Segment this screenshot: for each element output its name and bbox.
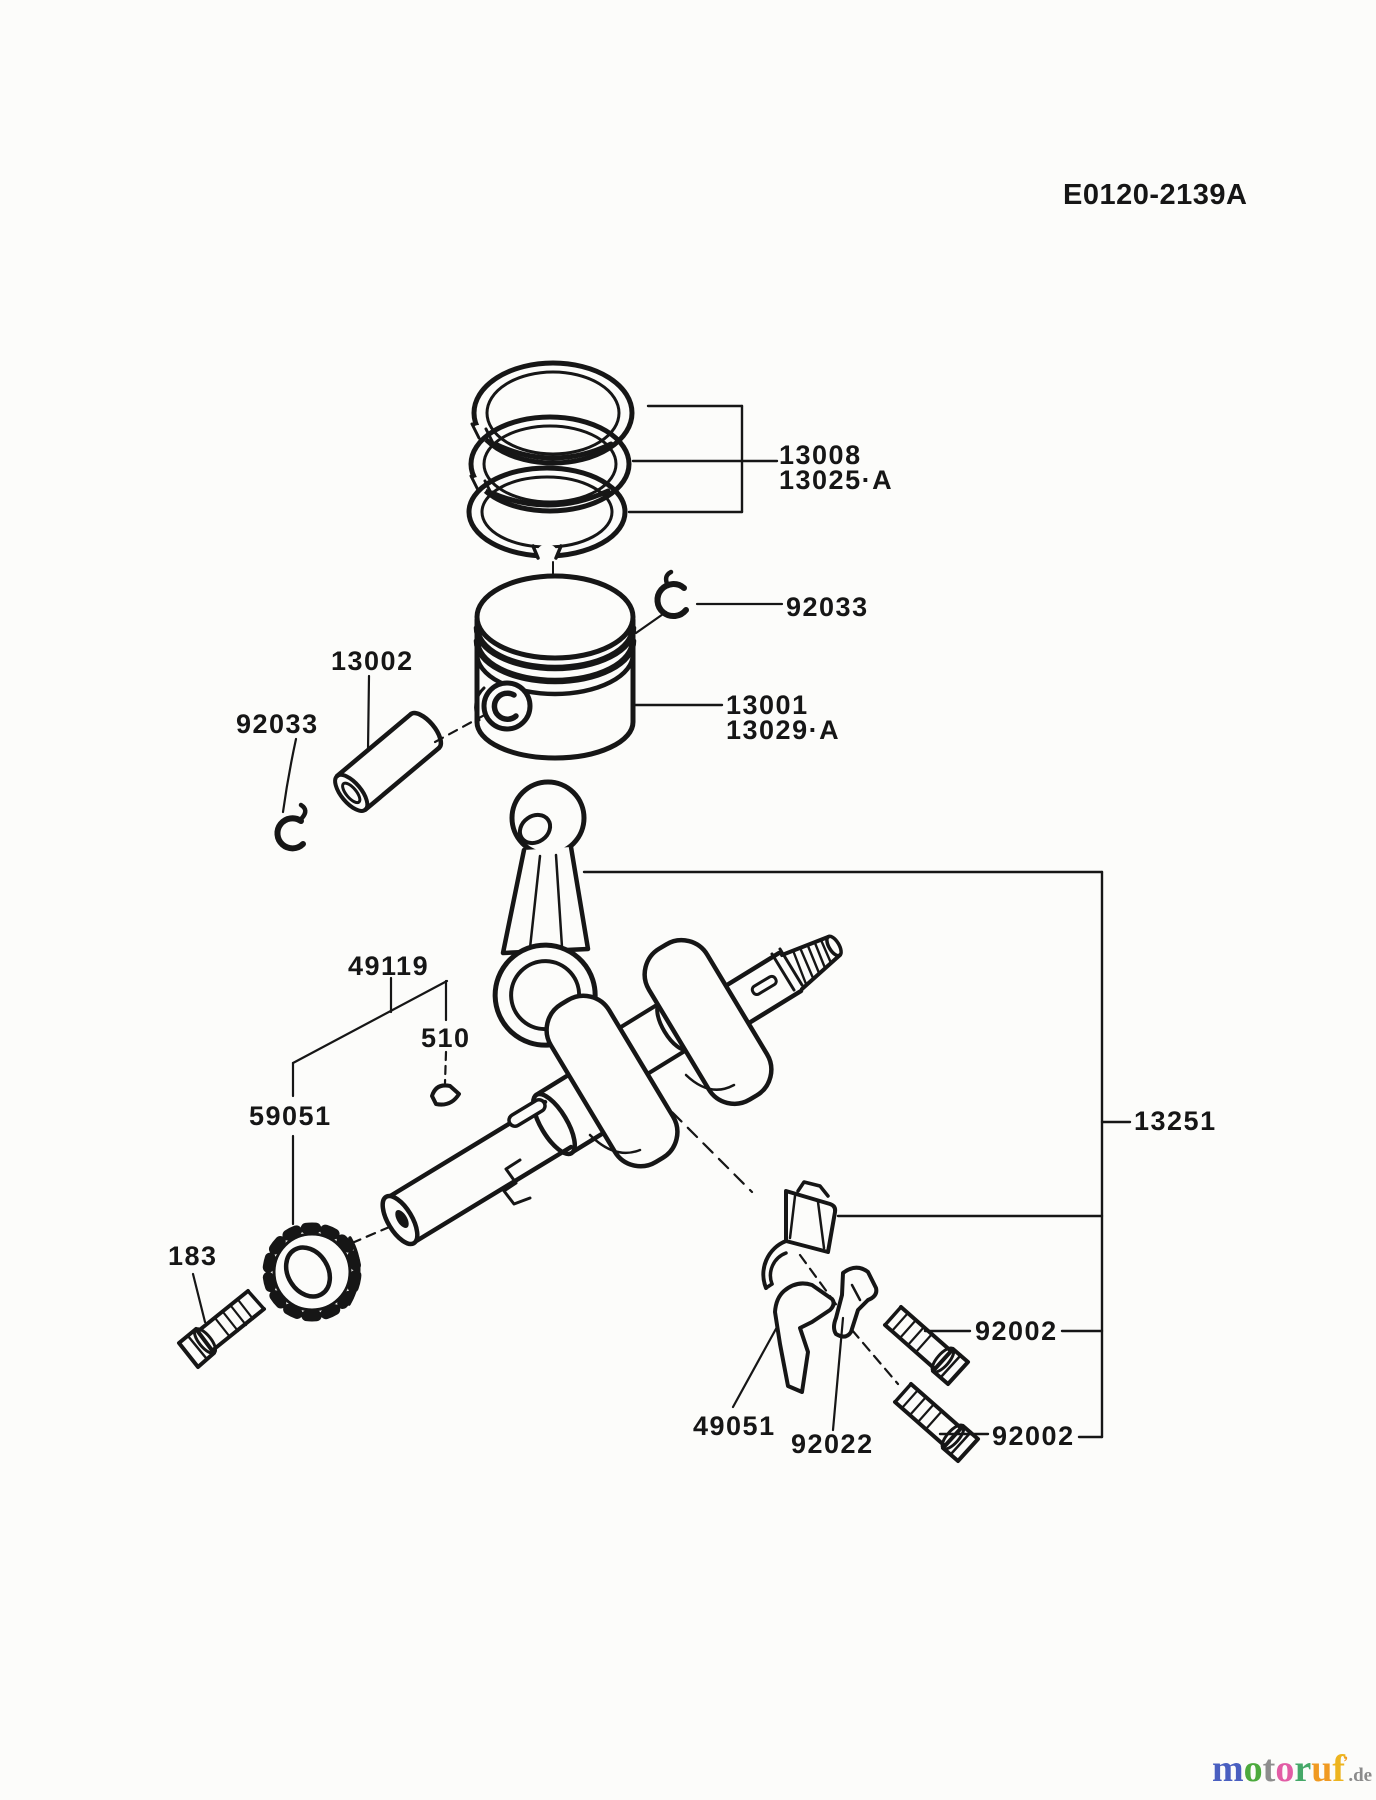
connecting-rod-drawing (492, 779, 598, 1048)
part-label-circlip-right: 92033 (786, 592, 869, 622)
lock-plate-leader (831, 1316, 845, 1432)
circlip-right-drawing (654, 569, 689, 620)
part-label-gear-bolt: 183 (168, 1241, 218, 1271)
piston-pin-drawing (333, 710, 444, 813)
logo-suffix: .de (1348, 1765, 1373, 1786)
part-label-woodruff-key: 510 (421, 1023, 471, 1053)
piston-pin-leader (366, 674, 371, 752)
part-label-rod-bolt-lower: 92002 (992, 1421, 1075, 1451)
circlip-left-leader (281, 737, 298, 814)
motoruf-logo[interactable]: motoruf’.de (1212, 1750, 1372, 1788)
woodruff-key-drawing (430, 1083, 461, 1107)
gear-drawing (262, 1222, 362, 1322)
part-label-piston: 13001 (726, 690, 809, 720)
gear-bolt-leader (191, 1272, 207, 1324)
rod-cap-drawing (761, 1180, 838, 1290)
logo-letter: u (1311, 1748, 1333, 1790)
part-label-oil-dipper: 49051 (693, 1411, 776, 1441)
oil-dipper-leader (731, 1325, 779, 1409)
logo-letter: o (1243, 1748, 1263, 1790)
part-label-lock-plate: 92022 (791, 1429, 874, 1459)
logo-letter: o (1275, 1748, 1295, 1790)
lock-plate-drawing (832, 1265, 879, 1339)
part-label-crankshaft-assy: 13251 (1134, 1106, 1217, 1136)
part-label-rod-bolt-upper: 92002 (975, 1316, 1058, 1346)
logo-letter: t (1262, 1748, 1276, 1790)
part-label-piston-rings-alt: 13025·A (779, 465, 894, 495)
rings-leader-lines (627, 404, 779, 514)
part-label-gear: 59051 (249, 1101, 332, 1131)
crankshaft-assy-bracket (582, 870, 1132, 1439)
crankshaft-drawing (380, 934, 843, 1247)
logo-letter: r (1294, 1748, 1312, 1790)
part-label-piston-pin: 13002 (331, 646, 414, 676)
lock-plate-dashes (850, 1328, 900, 1386)
part-label-piston-alt: 13029·A (726, 715, 841, 745)
rod-bolt-upper-drawing (883, 1305, 970, 1386)
cap-assembly-dashes (798, 1253, 848, 1320)
gear-bolt-drawing (177, 1289, 266, 1369)
key-gear-leader-lines (291, 976, 449, 1226)
part-label-circlip-left: 92033 (236, 709, 319, 739)
rod-bolt-lower-drawing (893, 1382, 980, 1463)
part-label-crank-key: 49119 (348, 951, 430, 981)
logo-letter: f (1332, 1748, 1345, 1790)
diagram-code-label: E0120-2139A (1063, 179, 1248, 211)
logo-letter: m (1212, 1748, 1244, 1790)
circlip-right-leaders (634, 602, 784, 635)
piston-drawing (473, 573, 637, 761)
oil-dipper-drawing (773, 1281, 836, 1394)
piston-rings-drawing (466, 360, 635, 566)
logo-tick: ’ (1342, 1754, 1349, 1771)
gear-assembly-dashes (350, 1223, 396, 1245)
pin-assembly-dashes (433, 710, 492, 744)
part-label-piston-rings: 13008 (779, 440, 862, 470)
circlip-left-drawing (274, 802, 308, 852)
